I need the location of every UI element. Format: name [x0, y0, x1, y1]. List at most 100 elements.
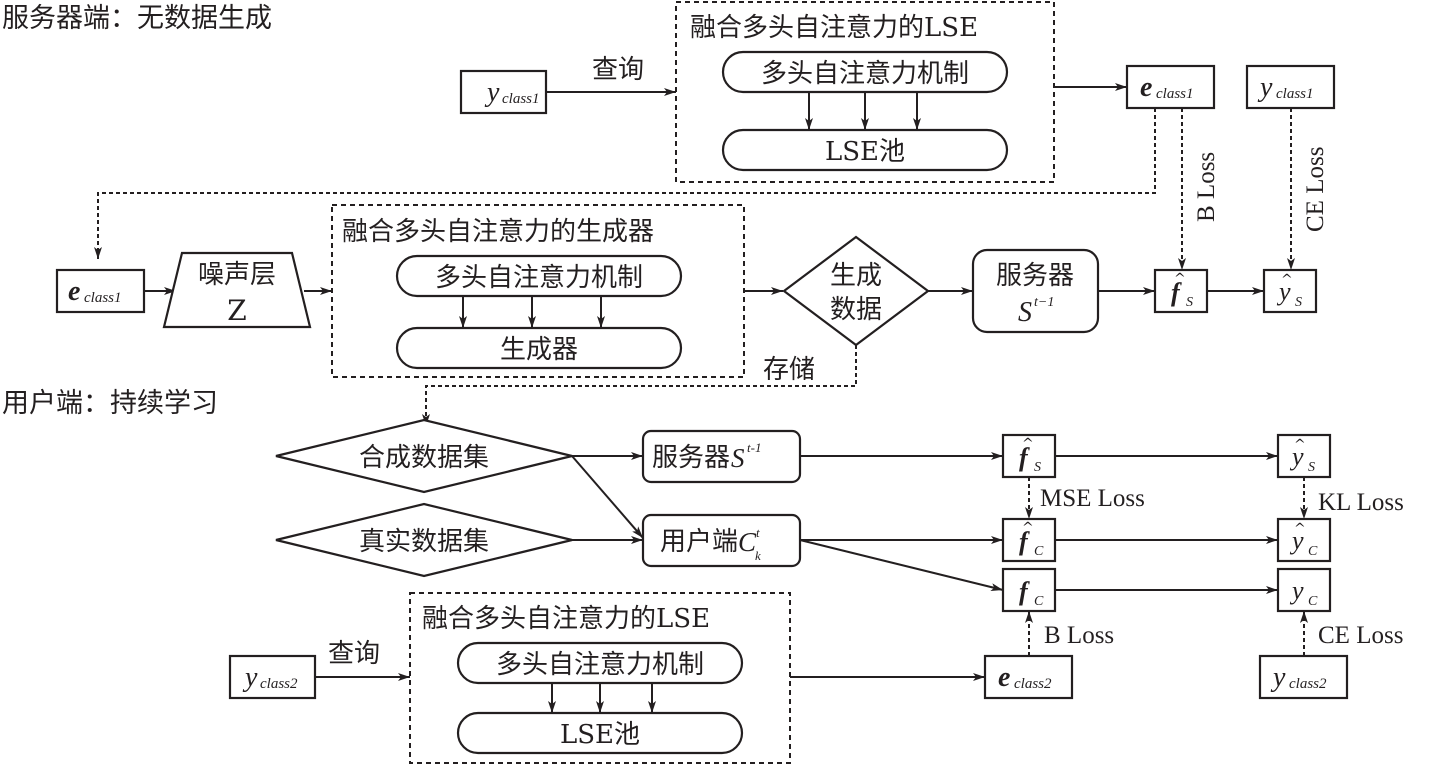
f-c-node: f C	[1001, 567, 1057, 613]
synthetic-dataset-node: 合成数据集	[275, 418, 573, 494]
svg-text:y: y	[1257, 72, 1273, 103]
svg-text:t-1: t-1	[747, 440, 761, 455]
svg-text:e: e	[998, 662, 1010, 693]
svg-text:噪声层: 噪声层	[198, 260, 276, 290]
svg-text:f: f	[1019, 577, 1030, 606]
client-server-model-node: 服务器 S t-1	[641, 429, 802, 484]
e-class1-in-node: e class1	[55, 268, 146, 314]
client-model-node: 用户端 C t k	[641, 513, 802, 568]
f-hat-c-node: f ^ C	[1001, 517, 1057, 563]
svg-text:S: S	[731, 443, 745, 473]
mse-loss-label: MSE Loss	[1040, 485, 1145, 512]
y-c-node: y C	[1276, 567, 1332, 613]
ce-loss-label-client: CE Loss	[1318, 622, 1403, 649]
svg-text:S: S	[1018, 297, 1032, 328]
svg-text:S: S	[1308, 460, 1315, 475]
svg-text:^: ^	[1174, 271, 1186, 287]
lse-group-title-bottom: 融合多头自注意力的LSE	[422, 604, 710, 634]
mha-label-bottom: 多头自注意力机制	[496, 650, 704, 680]
svg-text:S: S	[1034, 460, 1041, 475]
client-section-title: 用户端：持续学习	[2, 388, 218, 419]
y-class2-query-node: y class2	[228, 654, 317, 700]
svg-text:生成: 生成	[830, 261, 882, 291]
server-section-title: 服务器端：无数据生成	[2, 3, 272, 34]
svg-text:数据: 数据	[830, 295, 882, 325]
svg-text:class2: class2	[1289, 676, 1327, 692]
f-hat-s-node-top: f ^ S	[1153, 268, 1209, 314]
lse-group-title-top: 融合多头自注意力的LSE	[690, 13, 978, 43]
svg-text:y: y	[1276, 277, 1291, 306]
svg-text:Z: Z	[227, 294, 246, 327]
lse-group-bottom: 融合多头自注意力的LSE 多头自注意力机制 LSE池	[409, 592, 791, 764]
kl-loss-label: KL Loss	[1318, 489, 1404, 516]
svg-text:y: y	[1289, 576, 1304, 605]
store-arrow	[422, 345, 857, 426]
svg-text:f: f	[1171, 278, 1182, 307]
svg-text:f: f	[1019, 527, 1030, 556]
lse-pool-label-bottom: LSE池	[560, 720, 640, 750]
svg-text:服务器: 服务器	[996, 261, 1074, 291]
f-hat-s-node-client: f ^ S	[1001, 433, 1057, 479]
y-hat-s-node-top: y ^ S	[1262, 268, 1318, 314]
svg-text:C: C	[1308, 594, 1318, 609]
store-label: 存储	[763, 355, 815, 385]
generator-group-title: 融合多头自注意力的生成器	[342, 217, 654, 247]
svg-text:^: ^	[1022, 436, 1034, 452]
svg-text:C: C	[738, 527, 757, 557]
generator-label: 生成器	[500, 335, 578, 365]
lse-pool-node-bottom	[456, 711, 744, 755]
svg-text:y: y	[1270, 662, 1286, 693]
svg-text:y: y	[1289, 442, 1304, 471]
svg-text:合成数据集: 合成数据集	[359, 443, 489, 473]
real-dataset-node: 真实数据集	[275, 502, 573, 578]
svg-text:用户端: 用户端	[660, 527, 738, 557]
y-class2-right-node: y class2	[1258, 654, 1349, 700]
mha-label-gen: 多头自注意力机制	[435, 263, 643, 293]
svg-text:class1: class1	[84, 290, 122, 306]
svg-text:t: t	[756, 525, 760, 540]
lse-group-top: 融合多头自注意力的LSE 多头自注意力机制 LSE池	[675, 1, 1055, 183]
b-loss-label-client: B Loss	[1044, 622, 1114, 649]
svg-text:e: e	[68, 276, 80, 307]
e-class1-out-node: e class1	[1125, 64, 1216, 110]
query-label-bottom: 查询	[328, 639, 380, 669]
svg-text:class2: class2	[260, 676, 298, 692]
svg-text:e: e	[1140, 72, 1152, 103]
generated-data-node: 生成 数据	[782, 235, 930, 347]
lse-pool-node-top	[721, 128, 1009, 172]
svg-text:S: S	[1295, 295, 1302, 310]
server-model-node: 服务器 S t−1	[971, 248, 1100, 334]
y-hat-s-node-client: y ^ S	[1276, 433, 1332, 479]
generator-group: 融合多头自注意力的生成器 多头自注意力机制 生成器	[331, 204, 745, 378]
mha-label-top: 多头自注意力机制	[761, 59, 969, 89]
lse-pool-label-top: LSE池	[825, 137, 905, 167]
svg-text:^: ^	[1294, 521, 1306, 537]
svg-text:class1: class1	[502, 91, 540, 107]
svg-text:服务器: 服务器	[652, 443, 730, 473]
svg-text:class1: class1	[1156, 86, 1194, 102]
svg-text:y: y	[242, 662, 258, 693]
e-class1-feedback-arrow	[94, 108, 1156, 259]
ce-loss-label-top: CE Loss	[1302, 147, 1329, 232]
y-hat-c-node: y ^ C	[1276, 517, 1332, 563]
svg-text:C: C	[1308, 544, 1318, 559]
svg-text:C: C	[1034, 594, 1044, 609]
svg-text:^: ^	[1022, 520, 1034, 536]
noise-layer-node: 噪声层 Z	[162, 251, 312, 329]
y-class1-query-node: y class1	[459, 69, 548, 115]
svg-text:真实数据集: 真实数据集	[359, 527, 489, 557]
svg-text:t−1: t−1	[1034, 295, 1054, 310]
query-label-top: 查询	[592, 55, 644, 85]
mha-node-gen	[395, 254, 683, 298]
svg-text:S: S	[1186, 295, 1193, 310]
svg-text:^: ^	[1281, 272, 1293, 288]
svg-text:f: f	[1019, 443, 1030, 472]
svg-text:^: ^	[1294, 437, 1306, 453]
generator-node	[395, 326, 683, 370]
svg-text:class2: class2	[1014, 676, 1052, 692]
e-class2-node: e class2	[983, 654, 1074, 700]
b-loss-label-top: B Loss	[1193, 152, 1220, 222]
svg-text:class1: class1	[1276, 86, 1314, 102]
svg-text:y: y	[1289, 526, 1304, 555]
